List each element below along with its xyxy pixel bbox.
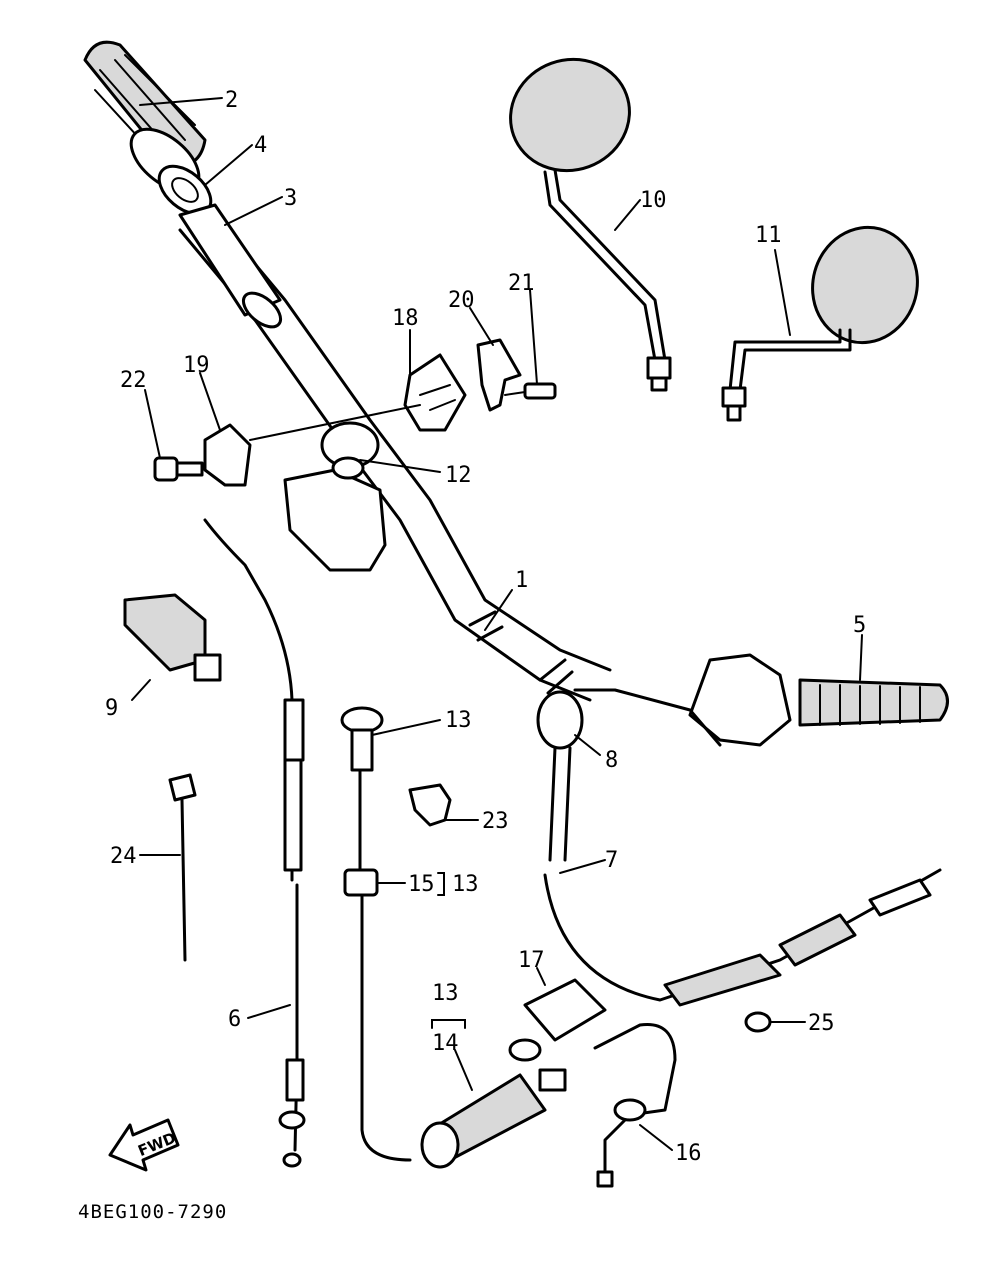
label-8: 8 [605, 748, 618, 773]
label-6: 6 [228, 1007, 241, 1032]
label-2: 2 [225, 88, 238, 113]
cable-tie-24[interactable] [168, 773, 197, 962]
label-23: 23 [482, 809, 509, 834]
label-5: 5 [853, 613, 866, 638]
cable-16[interactable] [593, 1022, 677, 1188]
label-21: 21 [508, 271, 535, 296]
label-22: 22 [120, 368, 147, 393]
screw-22[interactable] [153, 456, 204, 482]
label-7: 7 [605, 848, 618, 873]
label-13-top: 13 [445, 708, 472, 733]
cable-holder-14[interactable] [420, 1068, 567, 1169]
label-3: 3 [284, 186, 297, 211]
mirror-left[interactable] [495, 43, 672, 392]
label-25: 25 [808, 1011, 835, 1036]
label-4: 4 [254, 133, 267, 158]
label-13-bottom: 13 [432, 981, 459, 1006]
label-15: 15 [408, 872, 435, 897]
label-11: 11 [755, 223, 782, 248]
choke-cable-13[interactable] [340, 706, 412, 1162]
part-labels: 2 4 3 10 11 18 20 21 22 19 12 1 5 8 9 13… [105, 88, 866, 1166]
label-17: 17 [518, 948, 545, 973]
label-16: 16 [675, 1141, 702, 1166]
label-1: 1 [515, 568, 528, 593]
holder-18[interactable] [403, 353, 467, 432]
clamp-23[interactable] [408, 783, 452, 827]
label-20: 20 [448, 288, 475, 313]
screw-21[interactable] [504, 382, 557, 400]
throttle-cable-6[interactable] [203, 518, 306, 1168]
starter-lever[interactable] [123, 593, 222, 682]
label-18: 18 [392, 306, 419, 331]
leader-lines [131, 97, 863, 1151]
mirror-right[interactable] [721, 216, 930, 422]
fwd-arrow: FWD [108, 1118, 180, 1172]
label-12: 12 [445, 463, 472, 488]
clutch-cable-8[interactable] [536, 688, 722, 862]
label-13-mid: 13 [452, 872, 479, 897]
label-24: 24 [110, 844, 137, 869]
label-10: 10 [640, 188, 667, 213]
throttle-housing[interactable] [283, 421, 387, 572]
clip-25[interactable] [744, 1011, 772, 1033]
label-19: 19 [183, 353, 210, 378]
holder-17[interactable] [508, 978, 607, 1062]
cable-7[interactable] [543, 868, 942, 1007]
throttle-tube[interactable] [178, 203, 287, 333]
bracket-20[interactable] [476, 338, 522, 412]
diagram-code: 4BEG100-7290 [78, 1201, 227, 1223]
label-9: 9 [105, 696, 118, 721]
holder-19[interactable] [203, 404, 421, 487]
label-14: 14 [432, 1031, 459, 1056]
right-grip[interactable] [688, 653, 949, 747]
